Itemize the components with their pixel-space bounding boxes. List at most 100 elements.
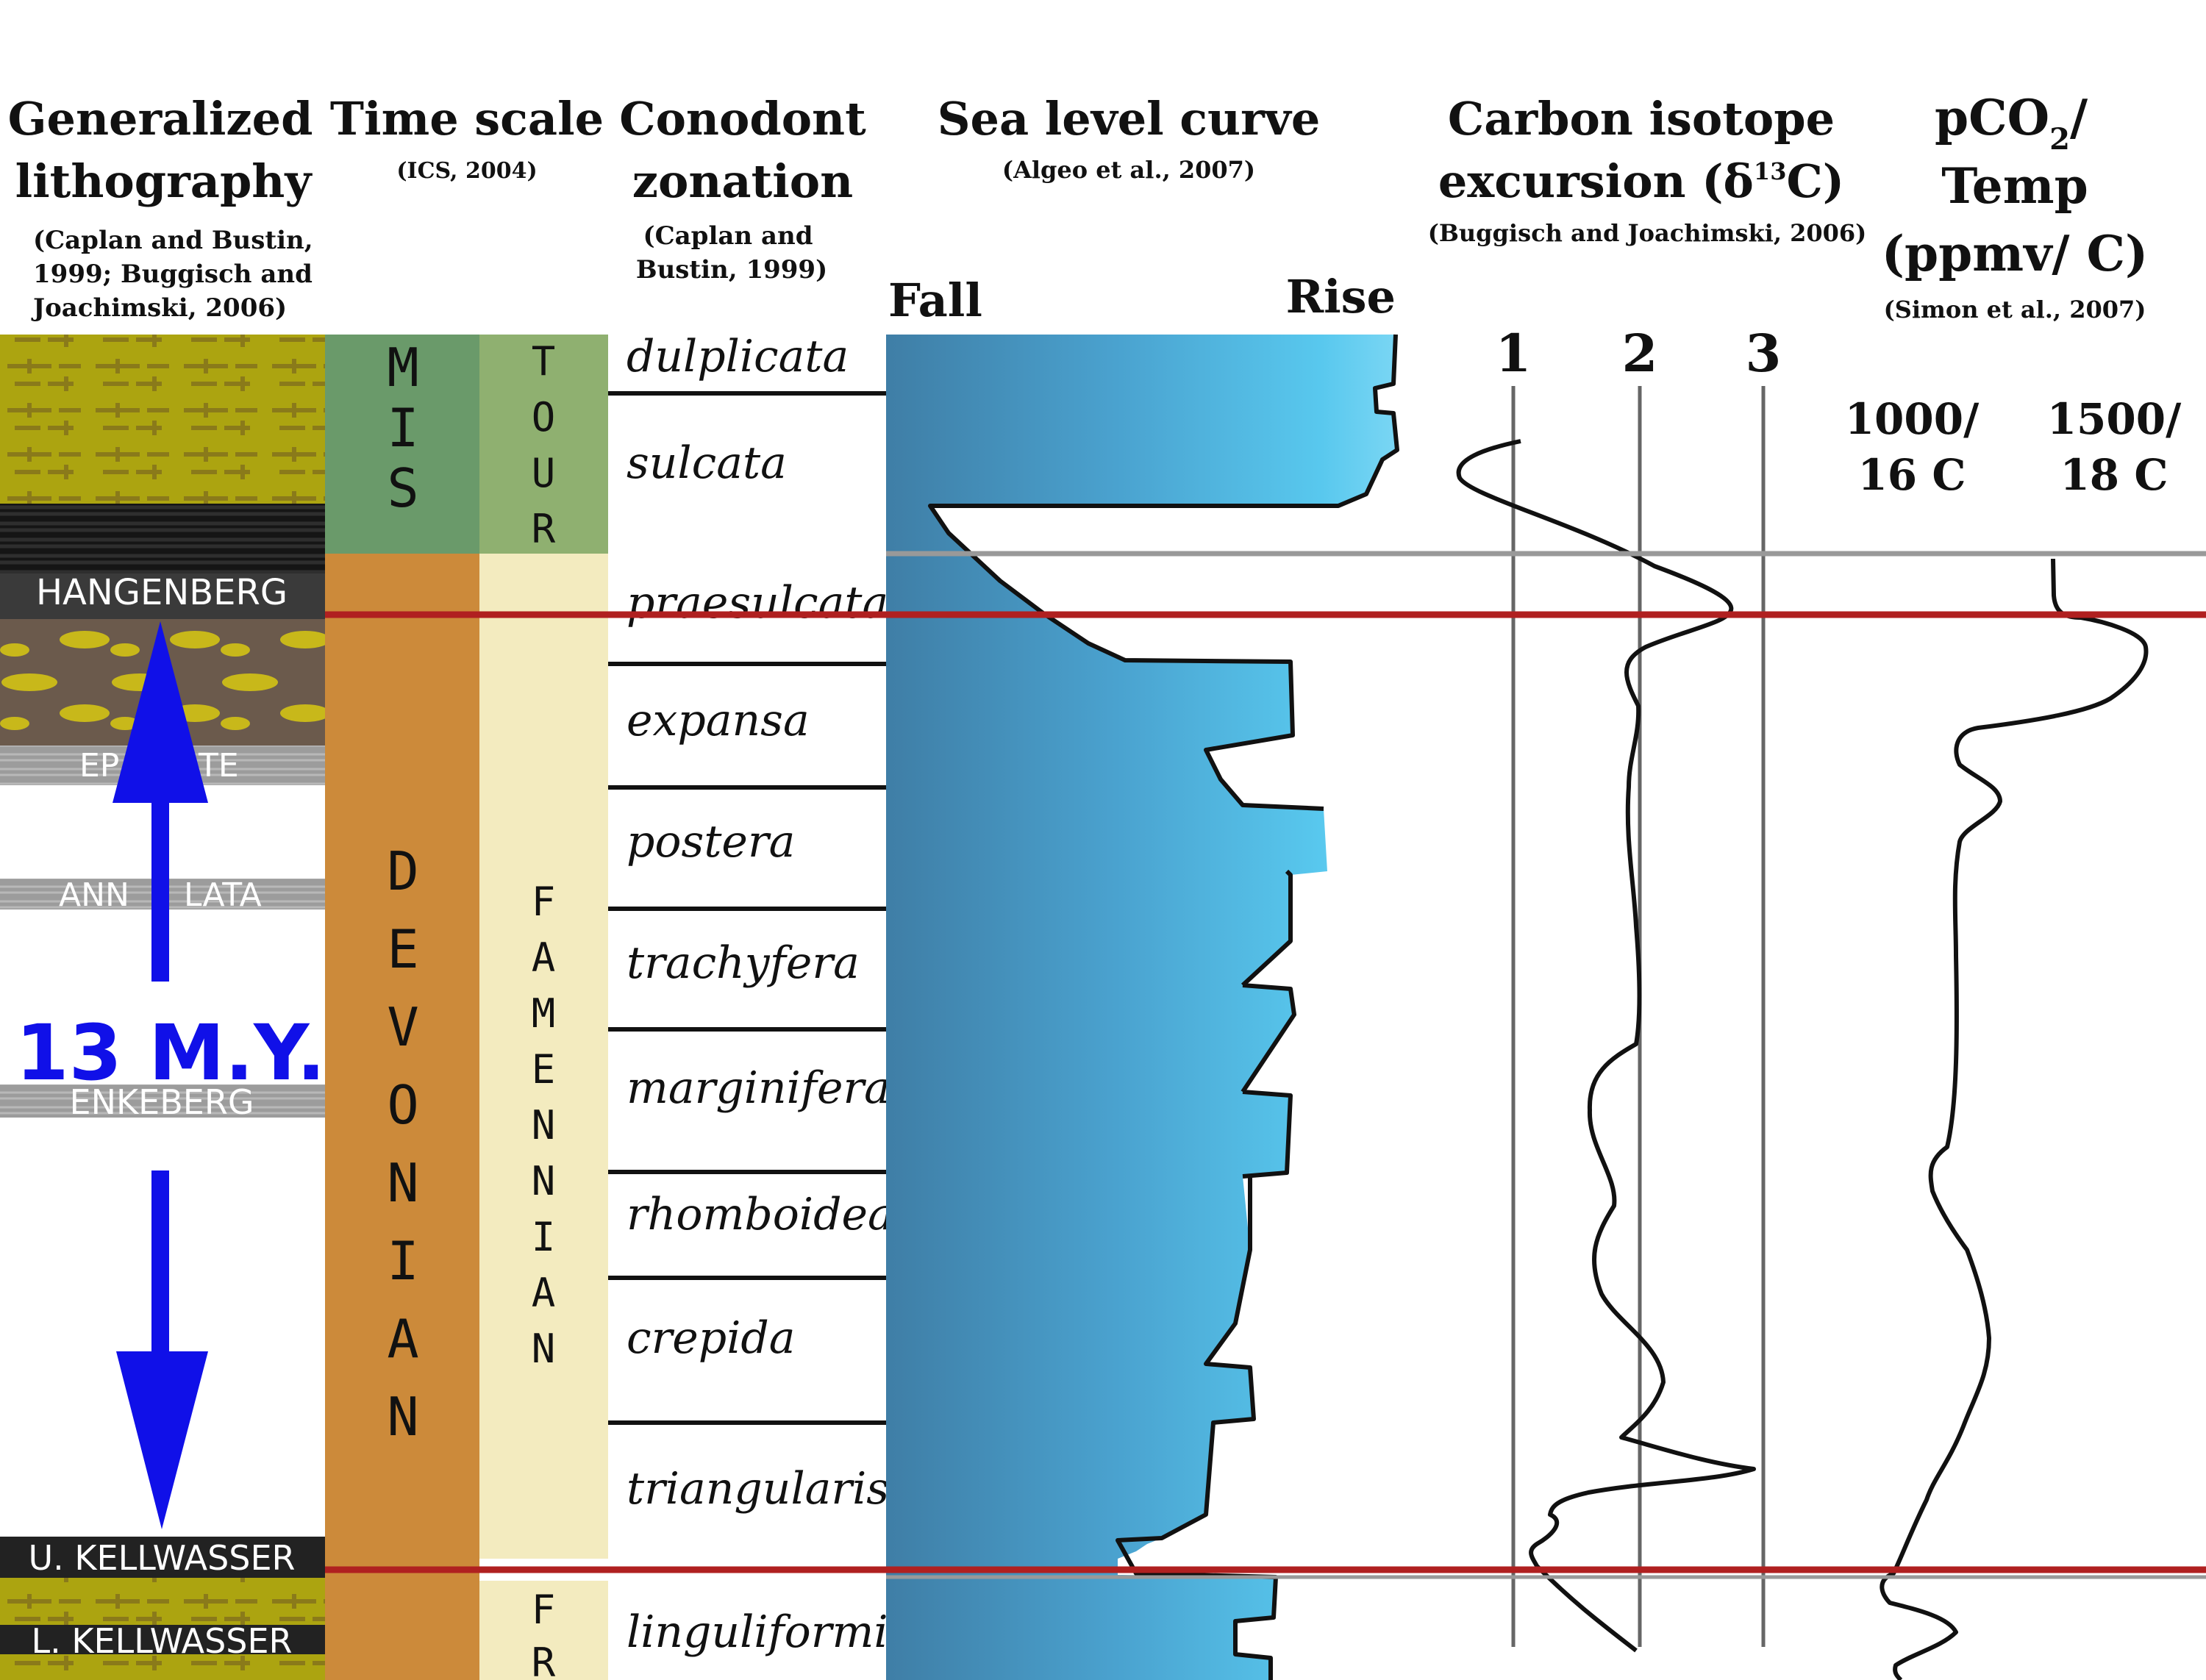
zone-label-triangularis: triangularis bbox=[627, 1463, 889, 1515]
zone-label-sulcata: sulcata bbox=[627, 437, 787, 489]
stage-famennian-letter: N bbox=[532, 1158, 556, 1204]
header-sealevel: Sea level curve (Algeo et al., 2007) Fal… bbox=[888, 92, 1396, 327]
carbon-citation: (Buggisch and Joachimski, 2006) bbox=[1428, 219, 1867, 247]
stage-famennian bbox=[479, 554, 608, 1559]
timescale-title: Time scale bbox=[330, 92, 604, 146]
bed-label-lower-kellwasser: L. KELLWASSER bbox=[32, 1621, 293, 1661]
arrow-head-down bbox=[116, 1351, 208, 1529]
carbon-axis-label-1: 1 bbox=[1496, 323, 1532, 384]
black-shale-bed bbox=[0, 504, 325, 573]
stage-famennian-letter: N bbox=[532, 1102, 556, 1148]
pco2-axis-label-b1: 1500/ bbox=[2047, 394, 2182, 444]
conodont-citation-line1: (Caplan and bbox=[643, 221, 813, 251]
pco2-title-line3: (ppmv/ C) bbox=[1882, 225, 2149, 282]
zone-label-expansa: expansa bbox=[627, 695, 810, 746]
bed-label-epinette-left: EP bbox=[79, 747, 119, 784]
bed-label-enkeberg: ENKEBERG bbox=[70, 1082, 254, 1122]
stage-famennian-letter: N bbox=[532, 1326, 556, 1372]
bed-label-annulata-right: LATA bbox=[184, 876, 262, 914]
pco2-panel: 1000/ 16 C 1500/ 18 C bbox=[1845, 394, 2182, 1680]
stage-tour-letter: O bbox=[532, 394, 556, 440]
conodont-title-line1: Conodont bbox=[619, 92, 866, 146]
period-devonian bbox=[325, 554, 479, 1680]
bed-label-epinette-right: TE bbox=[198, 747, 239, 784]
pco2-citation: (Simon et al., 2007) bbox=[1884, 296, 2146, 324]
pco2-title-line1: pCO2/ bbox=[1935, 89, 2088, 157]
sealevel-water-fill bbox=[886, 335, 1397, 1680]
header-timescale: Time scale (ICS, 2004) bbox=[330, 92, 604, 184]
carbon-axis-label-3: 3 bbox=[1746, 323, 1782, 384]
carbon-curve bbox=[1456, 439, 1756, 1653]
limestone-bed-lower bbox=[0, 1578, 325, 1625]
header-lithography: Generalized lithography (Caplan and Bust… bbox=[8, 92, 313, 323]
zone-dividers bbox=[608, 391, 886, 1425]
limestone-bed-base bbox=[0, 1654, 325, 1680]
period-devonian-letter: D bbox=[387, 840, 418, 902]
sealevel-citation: (Algeo et al., 2007) bbox=[1002, 156, 1255, 184]
zone-label-dulplicata: dulplicata bbox=[627, 331, 849, 382]
lithography-citation-line3: Joachimski, 2006) bbox=[31, 293, 287, 323]
zone-labels: dulplicata sulcata praesulcata expansa poste… bbox=[627, 331, 910, 1658]
carbon-panel: 1 2 3 bbox=[1456, 323, 1782, 1653]
header-pco2: pCO2/ Temp (ppmv/ C) (Simon et al., 2007… bbox=[1882, 89, 2149, 324]
stage-famennian-letter: A bbox=[532, 1270, 556, 1316]
conodont-column: dulplicata sulcata praesulcata expansa poste… bbox=[608, 331, 910, 1658]
header-carbon: Carbon isotope excursion (δ13C) (Buggisc… bbox=[1428, 92, 1867, 247]
bed-label-upper-kellwasser: U. KELLWASSER bbox=[28, 1538, 295, 1578]
stage-frasnian-letter: R bbox=[532, 1640, 556, 1680]
lithography-citation-line1: (Caplan and Bustin, bbox=[33, 226, 313, 255]
limestone-bed-upper bbox=[0, 335, 325, 504]
conodont-citation-line2: Bustin, 1999) bbox=[636, 255, 827, 285]
lithography-title-line2: lithography bbox=[15, 154, 313, 208]
period-mississippian bbox=[325, 335, 479, 554]
bed-label-hangenberg: HANGENBERG bbox=[36, 572, 288, 613]
stage-famennian-letter: E bbox=[532, 1046, 556, 1093]
pco2-axis-label-a2: 16 C bbox=[1857, 450, 1966, 500]
carbon-title-line2: excursion (δ13C) bbox=[1438, 154, 1844, 208]
arrow-head-up bbox=[113, 621, 208, 803]
carbon-axis-label-2: 2 bbox=[1622, 323, 1658, 384]
sealevel-curve bbox=[928, 334, 1399, 1680]
stage-famennian-letter: A bbox=[532, 934, 556, 981]
zone-label-praesulcata: praesulcata bbox=[627, 577, 888, 629]
period-devonian-letter: V bbox=[387, 996, 418, 1058]
stage-lower-letters: FR bbox=[532, 1587, 556, 1680]
sealevel-rise-label: Rise bbox=[1286, 270, 1396, 324]
pco2-curve bbox=[1880, 558, 2149, 1680]
duration-arrow: 13 M.Y. bbox=[15, 621, 326, 1529]
stage-famennian-letter: I bbox=[532, 1214, 556, 1260]
zone-label-marginifera: marginifera bbox=[627, 1062, 890, 1114]
pco2-axis-label-b2: 18 C bbox=[2060, 450, 2168, 500]
hangenberg-bed bbox=[0, 573, 325, 619]
stage-tour-letter: T bbox=[532, 338, 556, 385]
stage-frasnian bbox=[479, 1581, 608, 1680]
pco2-title-line2: Temp bbox=[1941, 157, 2088, 215]
pco2-axis-label-a1: 1000/ bbox=[1845, 394, 1980, 444]
upper-kellwasser-bed bbox=[0, 1537, 325, 1578]
lower-kellwasser-bed bbox=[0, 1625, 325, 1654]
period-devonian-letter: E bbox=[387, 918, 418, 980]
header-conodont: Conodont zonation (Caplan and Bustin, 19… bbox=[619, 92, 866, 285]
period-devonian-letter: O bbox=[387, 1074, 418, 1136]
stage-famennian-letter: F bbox=[532, 879, 556, 925]
stage-famennian-letter: M bbox=[532, 990, 556, 1037]
sealevel-panel bbox=[886, 334, 1399, 1680]
zone-label-postera: postera bbox=[627, 816, 795, 868]
zone-label-trachyfera: trachyfera bbox=[627, 937, 860, 989]
period-mis-letter: S bbox=[387, 457, 418, 519]
carbon-title-line1: Carbon isotope bbox=[1448, 92, 1835, 146]
period-upper-letters: MIS bbox=[387, 337, 418, 519]
stage-tour-letter: R bbox=[532, 506, 556, 552]
period-devonian-letter: A bbox=[387, 1308, 418, 1370]
period-devonian-letter: N bbox=[387, 1386, 418, 1448]
conodont-title-line2: zonation bbox=[632, 154, 853, 208]
period-devonian-letter: N bbox=[387, 1152, 418, 1214]
zone-label-linguliformis: linguliformis bbox=[627, 1606, 910, 1658]
period-mis-letter: I bbox=[387, 397, 418, 459]
lithography-column: HANGENBERG EP TE ANN LATA ENKEBERG U. KE… bbox=[0, 335, 326, 1680]
enkeberg-bed bbox=[0, 1084, 325, 1118]
sealevel-fall-label: Fall bbox=[888, 274, 982, 327]
